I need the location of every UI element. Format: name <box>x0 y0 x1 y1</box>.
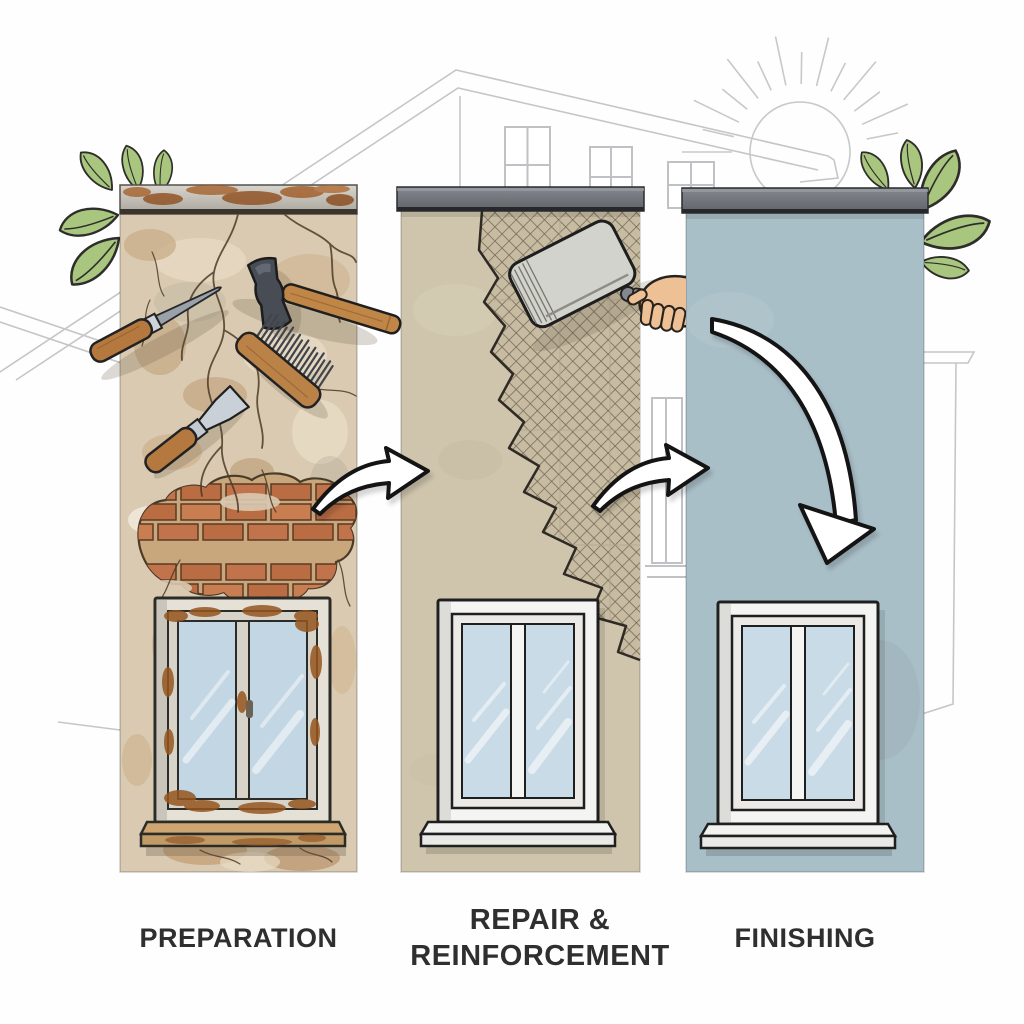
panel-finishing <box>681 187 929 873</box>
wall-cap-gray-2 <box>681 187 929 214</box>
stage-label-repair-line2: REINFORCEMENT <box>410 940 670 972</box>
arrow-right-icon-1 <box>311 446 430 516</box>
old-window <box>138 596 348 856</box>
brick-patch <box>137 472 358 602</box>
finished-window <box>701 602 895 856</box>
panel-preparation <box>119 184 358 873</box>
stage-label-repair: REPAIR & REINFORCEMENT <box>380 902 700 974</box>
tools-overlay <box>89 256 402 479</box>
crack-lines <box>141 213 357 865</box>
window-handle <box>246 700 253 718</box>
arrow-right-icon-2 <box>591 443 710 513</box>
wire-brush-icon <box>235 313 334 409</box>
stage-label-repair-line1: REPAIR & <box>469 904 611 936</box>
arrow-down-icon <box>710 317 876 565</box>
wall-cap-gray <box>396 186 645 212</box>
rust-stains <box>162 605 322 814</box>
panel-repair <box>396 186 645 873</box>
stage-label-finishing: FINISHING <box>734 923 876 953</box>
hammer-icon <box>246 256 402 335</box>
trowel-icon <box>508 219 686 352</box>
paint-scraper-icon <box>144 385 250 474</box>
repaired-window <box>421 600 615 854</box>
hand-icon <box>627 275 686 333</box>
wall-cap-rusty <box>119 184 358 215</box>
stage-label-preparation: PREPARATION <box>139 923 338 953</box>
chisel-icon <box>89 286 222 363</box>
